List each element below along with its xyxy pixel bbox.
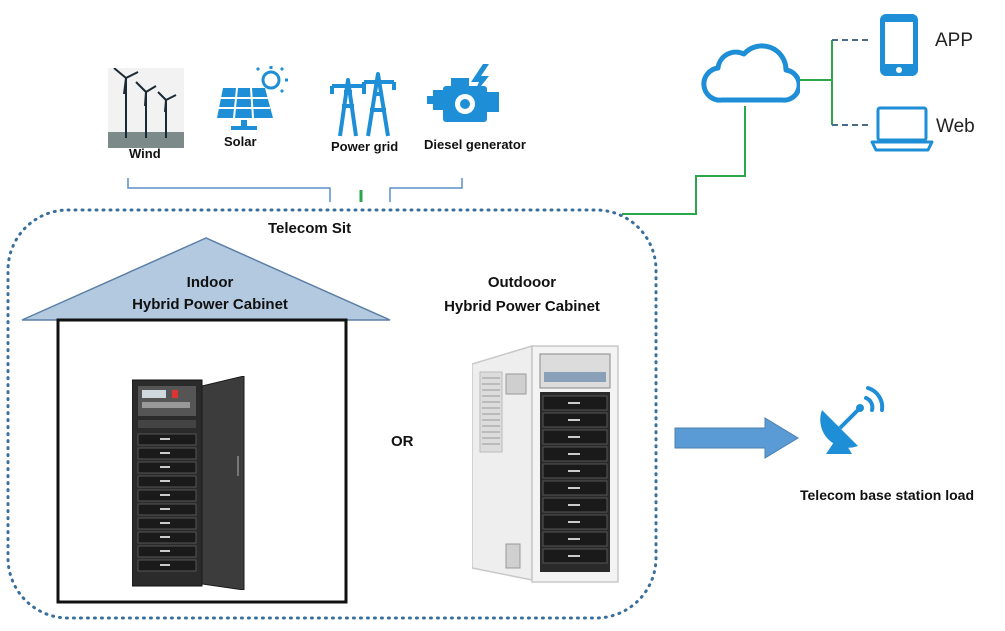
- grid-label: Power grid: [331, 139, 399, 154]
- cloud-icon: [701, 43, 802, 103]
- diesel-source: [425, 64, 505, 134]
- load-label: Telecom base station load: [800, 487, 975, 503]
- outdoor-cabinet-image: [471, 344, 619, 583]
- solar-panel-icon: [217, 66, 288, 130]
- source-bracket-right: [389, 178, 463, 202]
- diesel-generator-icon: [427, 64, 499, 122]
- telecom-site-title: Telecom Sit: [268, 220, 352, 237]
- laptop-icon: [870, 106, 934, 152]
- house-body: [56, 318, 348, 604]
- wind-source: [108, 67, 184, 148]
- wind-turbine-icon: [108, 67, 184, 148]
- solar-source: [215, 66, 291, 132]
- outdoor-title-line2: Hybrid Power Cabinet: [444, 298, 600, 315]
- outdoor-cabinet: [471, 344, 624, 589]
- cloud-link-line: [622, 106, 746, 215]
- phone-icon: [880, 14, 918, 76]
- telecom-site-boundary: [6, 208, 658, 620]
- web-node: [870, 104, 934, 152]
- or-separator: OR: [391, 433, 414, 450]
- outdoor-title: Outdooor Hybrid Power Cabinet: [412, 272, 632, 318]
- solar-label: Solar: [224, 134, 257, 149]
- grid-source: [326, 66, 398, 138]
- app-node: [876, 12, 922, 78]
- indoor-title-line2: Hybrid Power Cabinet: [132, 296, 288, 313]
- source-bracket-left: [127, 178, 331, 202]
- satellite-dish-icon: [820, 386, 885, 454]
- app-label: APP: [935, 30, 974, 51]
- diesel-label: Diesel generator: [424, 137, 526, 152]
- cloud-node: [700, 36, 802, 106]
- wind-label: Wind: [129, 146, 161, 161]
- load-arrow: [674, 417, 799, 459]
- indoor-title-line1: Indoor: [186, 274, 234, 291]
- outdoor-title-line1: Outdooor: [487, 274, 557, 291]
- base-station: [812, 380, 892, 456]
- indoor-cabinet-image: [131, 375, 245, 591]
- power-tower-icon: [330, 72, 396, 137]
- indoor-cabinet: [131, 375, 250, 595]
- web-label: Web: [936, 116, 975, 137]
- indoor-title: Indoor Hybrid Power Cabinet: [80, 272, 340, 316]
